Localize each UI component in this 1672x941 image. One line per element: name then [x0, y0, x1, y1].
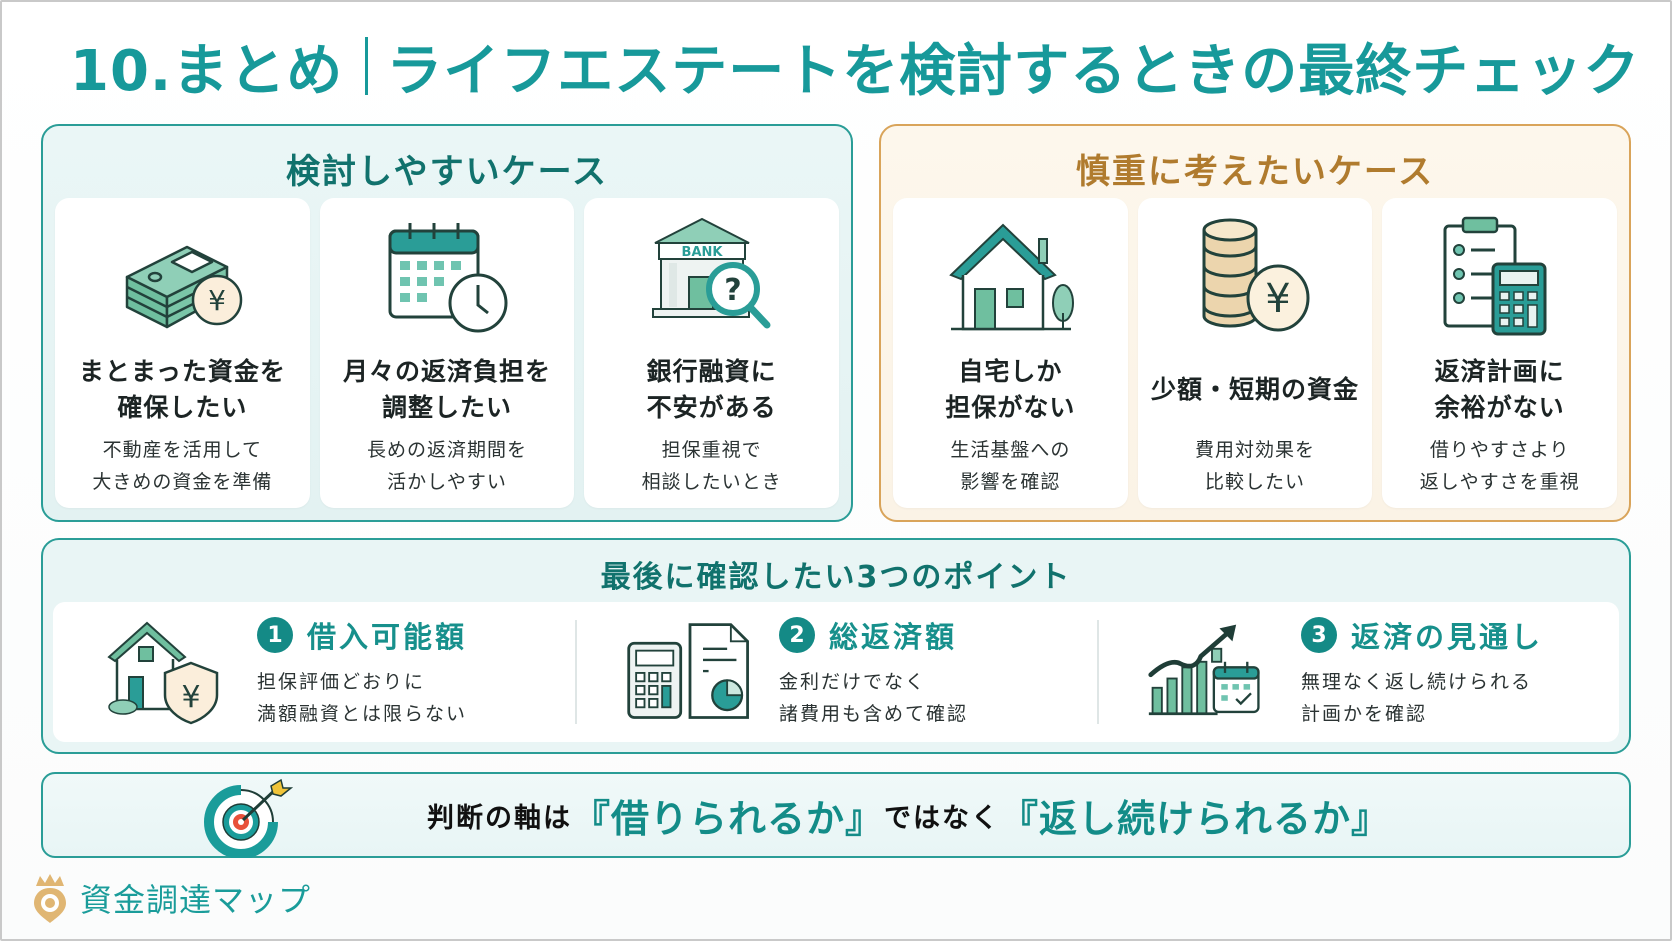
- point-description: 無理なく返し続けられる 計画かを確認: [1301, 671, 1533, 725]
- svg-text:?: ?: [724, 273, 741, 308]
- card-heading: 銀行融資に 不安がある: [646, 357, 777, 422]
- point-number-badge: 3: [1301, 617, 1337, 653]
- crown-pin-logo-icon: [30, 872, 70, 924]
- point-heading: 1 借入可能額: [257, 614, 467, 656]
- easy-cases-panel: 検討しやすいケース ¥ まとまった資金を: [41, 124, 853, 522]
- svg-text:¥: ¥: [208, 284, 226, 317]
- card-description: 不動産を活用して 大きめの資金を準備: [92, 439, 273, 493]
- easy-cases-cards: ¥ まとまった資金を 確保したい 不動産を活用して 大きめの資金を準備: [55, 198, 840, 508]
- checklist-calculator-icon: [1425, 212, 1575, 342]
- easy-case-card: 月々の返済負担を 調整したい 長めの返済期間を 活かしやすい: [319, 198, 575, 508]
- easy-cases-title: 検討しやすいケース: [286, 152, 608, 192]
- point-text: 1 借入可能額 担保評価どおりに 満額融資とは限らない: [257, 614, 467, 730]
- point-number-badge: 2: [779, 617, 815, 653]
- card-description: 借りやすさより 返しやすさを重視: [1419, 439, 1580, 493]
- coin-stack-yen-icon: ¥: [1180, 212, 1330, 342]
- card-heading: 少額・短期の資金: [1151, 375, 1360, 404]
- careful-case-card: 自宅しか 担保がない 生活基盤への 影響を確認: [893, 198, 1128, 508]
- point-item: 3 返済の見通し 無理なく返し続けられる 計画かを確認: [1097, 602, 1619, 742]
- point-item: 2 総返済額 金利だけでなく 諸費用も含めて確認: [575, 602, 1097, 742]
- card-description: 長めの返済期間を 活かしやすい: [367, 439, 528, 493]
- point-heading: 2 総返済額: [779, 614, 968, 656]
- point-text: 2 総返済額 金利だけでなく 諸費用も含めて確認: [779, 614, 968, 730]
- title-number: 10.まとめ: [70, 38, 344, 104]
- banner-prefix: 判断の軸は: [427, 802, 572, 834]
- card-description: 担保重視で 相談したいとき: [641, 439, 782, 493]
- point-heading-label: 総返済額: [829, 620, 958, 654]
- banner-middle: ではなく: [884, 802, 1001, 834]
- card-description: 費用対効果を 比較したい: [1195, 439, 1316, 493]
- banner-emphasis-repay: 『返し続けられるか』: [1000, 796, 1391, 841]
- house-shield-yen-icon: ¥: [103, 612, 233, 732]
- card-heading: 返済計画に 余裕がない: [1434, 357, 1565, 422]
- careful-cases-panel: 慎重に考えたいケース 自宅しか 担保がない 生活基盤への 影響を確認: [879, 124, 1631, 522]
- point-description: 担保評価どおりに 満額融資とは限らない: [257, 671, 468, 725]
- decision-axis-message: 判断の軸は 『借りられるか』 ではなく 『返し続けられるか』: [427, 774, 1390, 856]
- target-arrow-icon: [203, 778, 294, 859]
- final-points-row: ¥ 1 借入可能額 担保評価どおりに 満額融資とは限らない: [53, 602, 1619, 742]
- decision-axis-banner: 判断の軸は 『借りられるか』 ではなく 『返し続けられるか』: [41, 772, 1631, 859]
- point-heading: 3 返済の見通し: [1301, 614, 1543, 656]
- point-description: 金利だけでなく 諸費用も含めて確認: [779, 671, 969, 725]
- point-heading-label: 借入可能額: [307, 620, 468, 654]
- brand-logo: 資金調達マップ: [30, 870, 311, 926]
- calendar-clock-icon: [372, 212, 522, 342]
- easy-case-card: ¥ まとまった資金を 確保したい 不動産を活用して 大きめの資金を準備: [55, 198, 310, 508]
- bank-magnifier-question-icon: BANK ?: [637, 212, 787, 342]
- page-title: 10.まとめ ライフエステートを検討するときの最終チェック: [70, 28, 1640, 104]
- careful-cases-cards: 自宅しか 担保がない 生活基盤への 影響を確認 ¥: [893, 198, 1618, 508]
- final-points-title: 最後に確認したい3つのポイント: [600, 560, 1072, 595]
- easy-case-card: BANK ? 銀行融資に 不安がある 担保重視で 相談したいとき: [584, 198, 840, 508]
- growth-chart-calendar-icon: [1147, 612, 1277, 732]
- point-heading-label: 返済の見通し: [1351, 620, 1544, 654]
- card-description: 生活基盤への 影響を確認: [950, 439, 1071, 493]
- careful-case-card: 返済計画に 余裕がない 借りやすさより 返しやすさを重視: [1382, 198, 1618, 508]
- svg-text:¥: ¥: [1265, 276, 1290, 322]
- final-points-panel: 最後に確認したい3つのポイント ¥ 1 借入可能額 担保評価ど: [41, 538, 1631, 754]
- point-text: 3 返済の見通し 無理なく返し続けられる 計画かを確認: [1301, 614, 1543, 730]
- card-heading: 月々の返済負担を 調整したい: [343, 357, 552, 422]
- money-stack-yen-icon: ¥: [107, 212, 257, 342]
- house-tree-icon: [935, 212, 1085, 342]
- banner-emphasis-borrow: 『借りられるか』: [572, 796, 885, 841]
- careful-cases-title: 慎重に考えたいケース: [1075, 152, 1435, 192]
- point-number-badge: 1: [257, 617, 293, 653]
- card-heading: まとまった資金を 確保したい: [78, 357, 286, 422]
- svg-text:¥: ¥: [181, 680, 200, 715]
- point-item: ¥ 1 借入可能額 担保評価どおりに 満額融資とは限らない: [53, 602, 575, 742]
- calculator-document-chart-icon: [625, 612, 755, 732]
- brand-name: 資金調達マップ: [80, 881, 312, 919]
- card-heading: 自宅しか 担保がない: [945, 357, 1076, 422]
- title-text: ライフエステートを検討するときの最終チェック: [386, 38, 1641, 104]
- title-separator: [365, 37, 369, 95]
- bank-label: BANK: [681, 245, 723, 260]
- careful-case-card: ¥ 少額・短期の資金 費用対効果を 比較したい: [1137, 198, 1373, 508]
